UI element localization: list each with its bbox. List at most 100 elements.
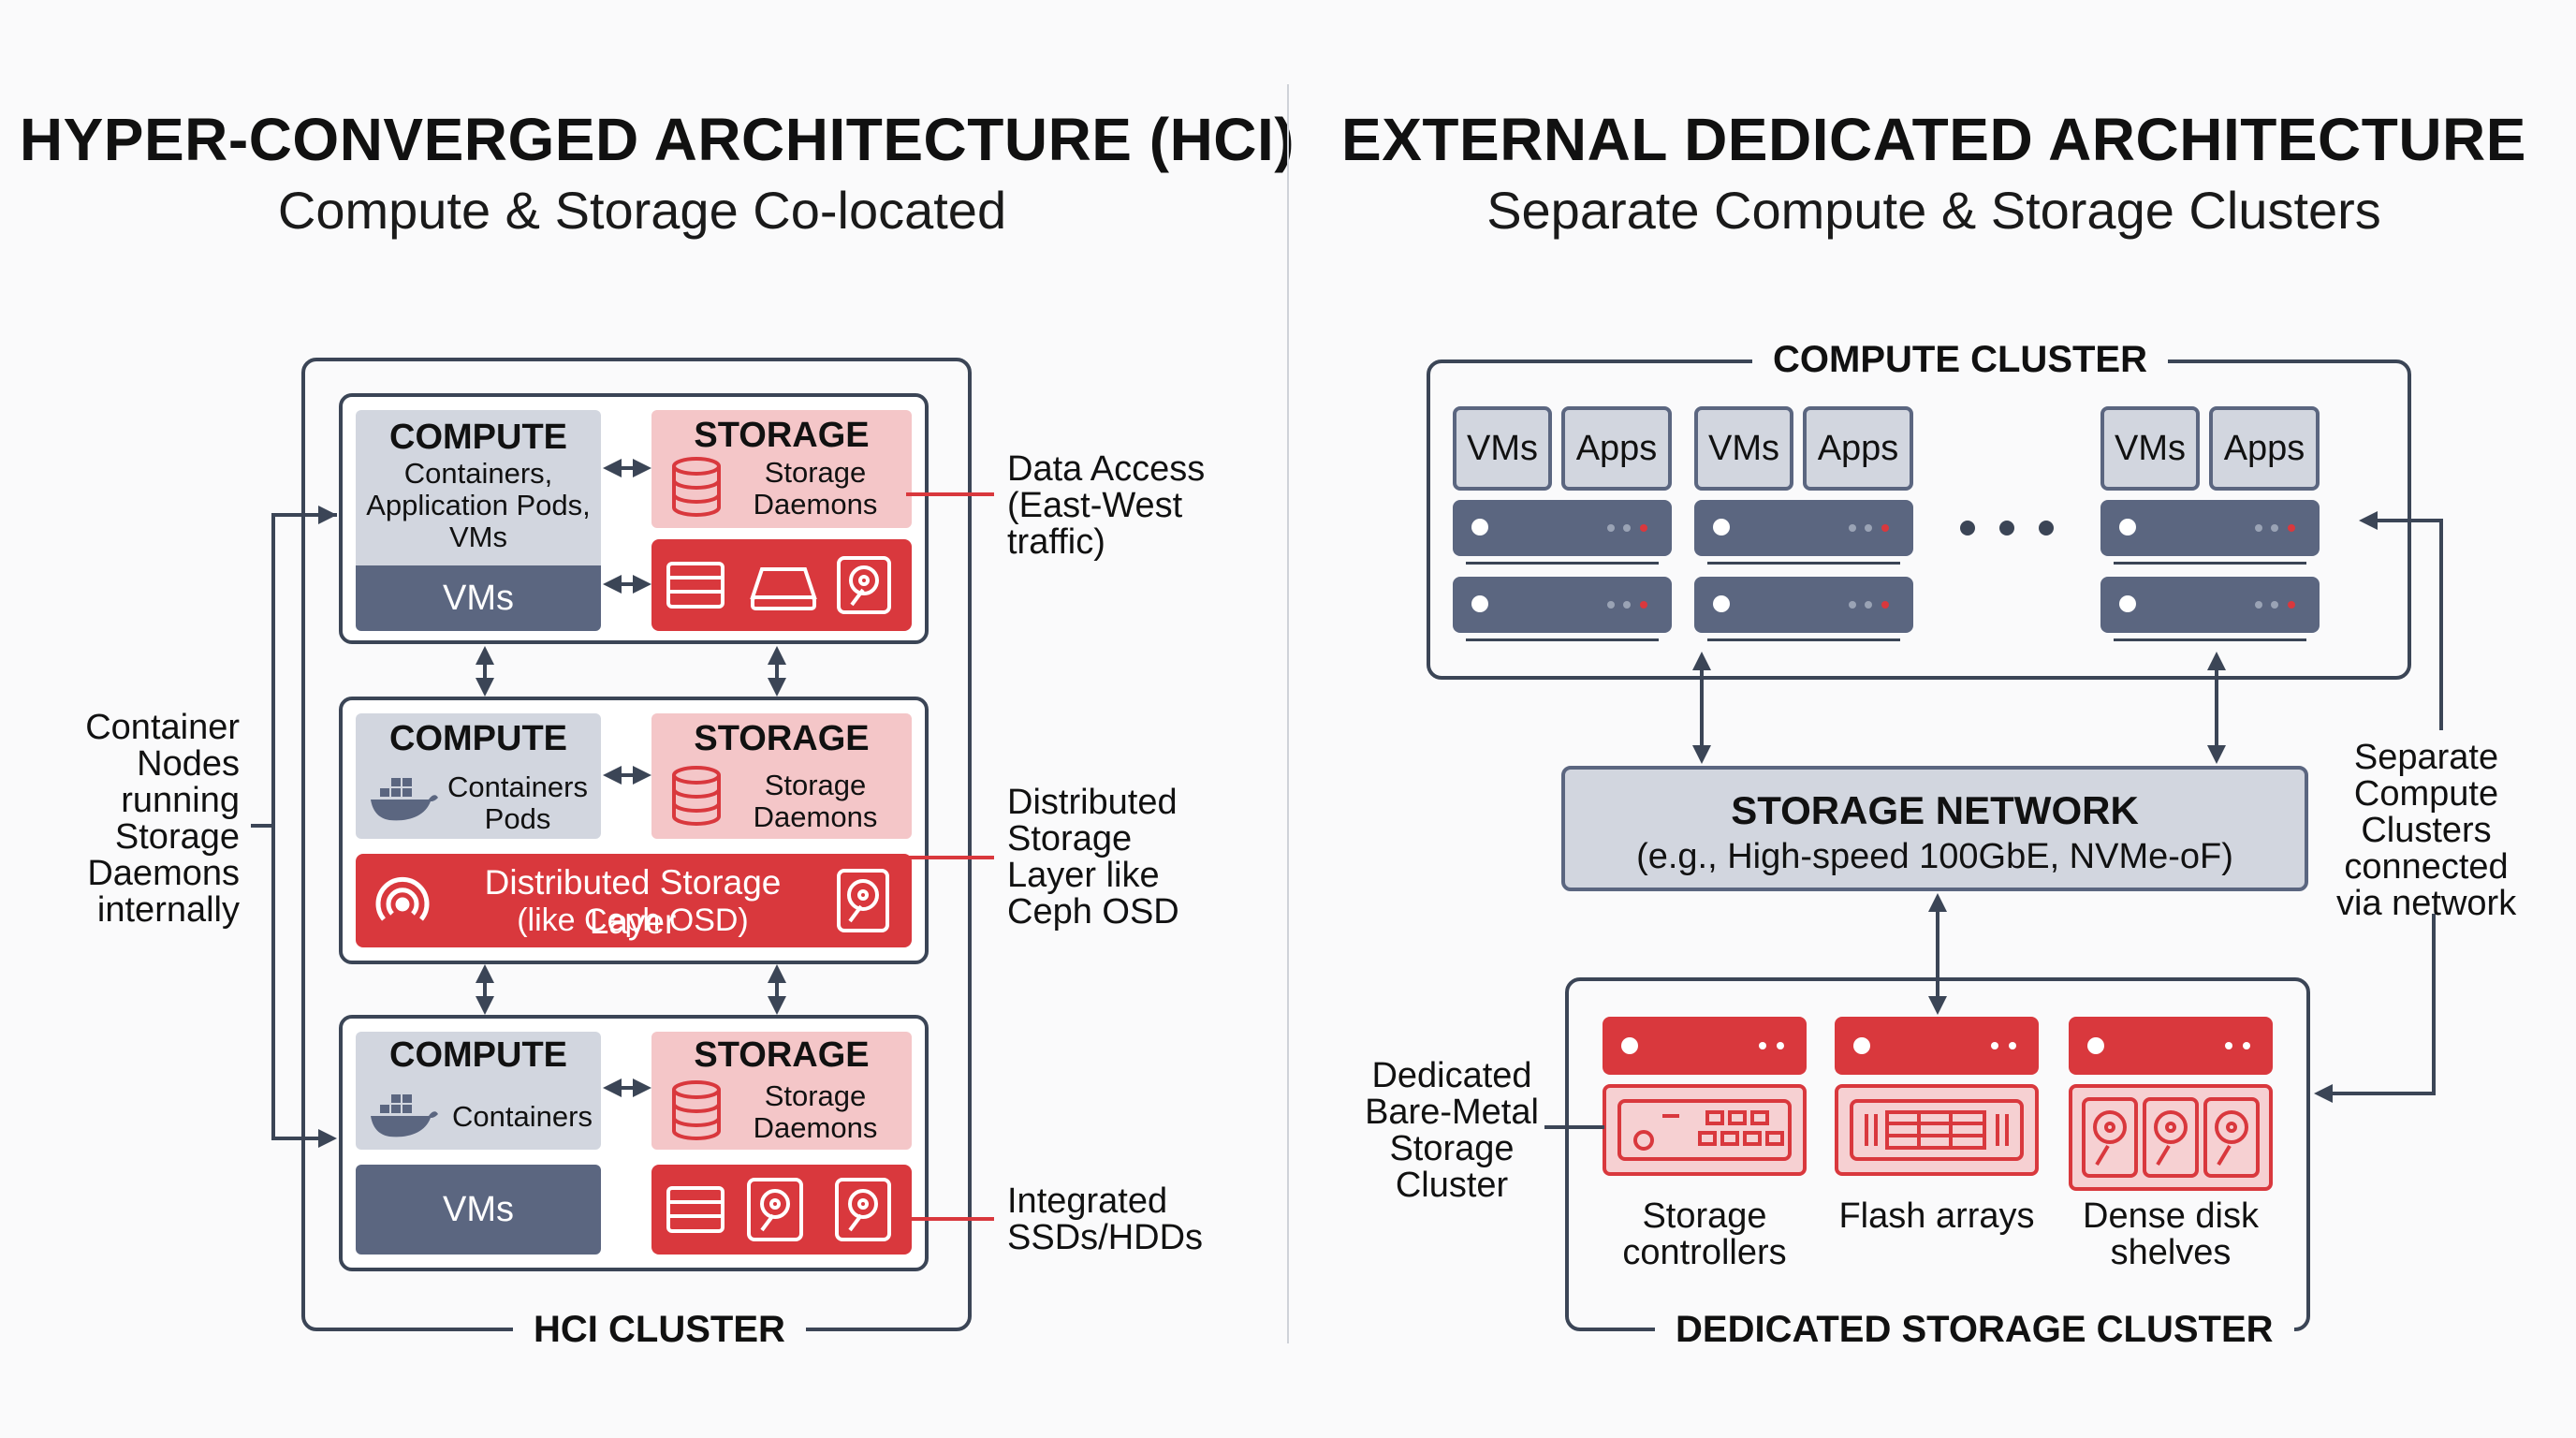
- storage-network-subtitle: (e.g., High-speed 100GbE, NVMe-oF): [1636, 837, 2233, 876]
- server-unit: [1453, 500, 1672, 556]
- note-line: Compute: [2353, 774, 2499, 814]
- note-line: internally: [96, 890, 240, 930]
- callout-line: traffic): [1007, 522, 1105, 562]
- compute-block: COMPUTE Containers: [356, 1032, 601, 1150]
- storage-controllers-label: Storage controllers: [1603, 1198, 1807, 1271]
- compute-cluster-label: COMPUTE CLUSTER: [1752, 339, 2168, 381]
- hardware-strip: [651, 1165, 912, 1255]
- unit-label-line: shelves: [2110, 1233, 2232, 1272]
- storage-network-title: STORAGE NETWORK: [1731, 788, 2139, 832]
- database-icon: [668, 457, 724, 521]
- unit-label-line: controllers: [1622, 1233, 1787, 1272]
- hci-subtitle: Compute & Storage Co-located: [277, 181, 1007, 240]
- unit-label-line: Flash arrays: [1838, 1196, 2035, 1236]
- rack-line: [1466, 638, 1659, 641]
- callout-line: Integrated: [1007, 1181, 1168, 1221]
- hdd-icon: [835, 867, 891, 939]
- rack-line: [2114, 638, 2306, 641]
- storage-title: STORAGE: [694, 1035, 870, 1075]
- hci-title: HYPER-CONVERGED ARCHITECTURE (HCI): [19, 106, 1295, 173]
- dedicated-storage-label: DEDICATED STORAGE CLUSTER: [1655, 1309, 2294, 1351]
- note-line: connected: [2344, 847, 2509, 887]
- server-unit: [2100, 577, 2320, 633]
- unit-label-line: Storage: [1642, 1196, 1767, 1236]
- note-line: running: [121, 781, 240, 820]
- rack-line: [1466, 562, 1659, 565]
- compute-title: COMPUTE: [389, 418, 567, 457]
- compute-title: COMPUTE: [389, 719, 567, 758]
- compute-block: COMPUTE Containers Pods: [356, 713, 601, 839]
- flash-arrays-label: Flash arrays: [1835, 1198, 2039, 1235]
- data-access-callout: Data Access (East-West traffic): [1007, 451, 1205, 561]
- storage-unit-header: [1603, 1017, 1807, 1075]
- vms-chip: VMs: [2100, 406, 2200, 491]
- external-subtitle: Separate Compute & Storage Clusters: [1486, 181, 2381, 240]
- callout-line: (East-West: [1007, 486, 1183, 525]
- note-line: Cluster: [1395, 1166, 1509, 1205]
- note-line: Bare-Metal: [1365, 1093, 1539, 1132]
- storage-block: STORAGE Storage Daemons: [651, 1032, 912, 1150]
- loop-line: [2314, 914, 2436, 1103]
- dense-disk-shelves-label: Dense disk shelves: [2069, 1198, 2273, 1271]
- unit-label-line: Dense disk: [2083, 1196, 2259, 1236]
- note-line: Container: [85, 708, 240, 747]
- compute-line-2: Pods: [484, 802, 551, 835]
- apps-chip: Apps: [1561, 406, 1672, 491]
- callout-line: Distributed: [1007, 783, 1178, 822]
- integrated-callout: Integrated SSDs/HDDs: [1007, 1183, 1203, 1256]
- callout-line: Ceph OSD: [1007, 892, 1179, 932]
- compute-line-1: Containers,: [403, 457, 553, 490]
- note-line: Storage: [1389, 1129, 1515, 1168]
- rack-line: [1707, 638, 1900, 641]
- server-unit: [2100, 500, 2320, 556]
- storage-line-1: Storage: [764, 456, 867, 489]
- server-unit: [1453, 577, 1672, 633]
- rack-line: [2114, 562, 2306, 565]
- note-line: via network: [2336, 884, 2517, 923]
- flash-array-icon: [1835, 1084, 2039, 1176]
- callout-line: SSDs/HDDs: [1007, 1218, 1204, 1257]
- layer-line-2: (like Ceph OSD): [517, 902, 749, 938]
- hci-node-3: COMPUTE Containers STORAGE Storage Daemo…: [339, 1015, 929, 1271]
- hci-node-2: COMPUTE Containers Pods STORAGE Storage …: [339, 697, 929, 964]
- ceph-icon: [373, 873, 432, 937]
- hci-cluster-label: HCI CLUSTER: [513, 1309, 806, 1351]
- storage-line-1: Storage: [764, 1079, 867, 1112]
- note-line: Separate: [2353, 738, 2499, 777]
- storage-line-1: Storage: [764, 769, 867, 801]
- rack-line: [1707, 562, 1900, 565]
- vms-box: VMs: [356, 1165, 601, 1255]
- layer-line-1: Distributed Storage Layer: [484, 863, 782, 941]
- database-icon: [668, 766, 724, 830]
- external-title: EXTERNAL DEDICATED ARCHITECTURE: [1341, 106, 2526, 173]
- storage-controller-icon: [1603, 1084, 1807, 1176]
- disk-shelf-icon: [2069, 1084, 2273, 1191]
- hci-node-1: COMPUTE Containers, Application Pods, VM…: [339, 393, 929, 644]
- more-ellipsis-icon: [1960, 521, 2054, 536]
- distributed-storage-layer: Distributed Storage Layer (like Ceph OSD…: [356, 854, 912, 947]
- server-unit: [1694, 500, 1913, 556]
- compute-line-1: Containers: [452, 1100, 593, 1133]
- note-line: Nodes: [137, 744, 240, 784]
- note-line: Daemons: [87, 854, 240, 893]
- bare-metal-note: Dedicated Bare-Metal Storage Cluster: [1352, 1058, 1552, 1204]
- vms-chip: VMs: [1453, 406, 1552, 491]
- drive-icons: [666, 556, 891, 614]
- storage-unit-header: [1835, 1017, 2039, 1075]
- loop-line: [2359, 511, 2443, 730]
- compute-line-2: Application Pods,: [366, 489, 591, 521]
- compute-line-3: VMs: [449, 521, 507, 553]
- compute-title: COMPUTE: [389, 1035, 567, 1075]
- apps-chip: Apps: [1803, 406, 1913, 491]
- storage-unit-header: [2069, 1017, 2273, 1075]
- vms-chip: VMs: [1694, 406, 1793, 491]
- compute-line-1: Containers: [447, 770, 588, 803]
- note-line: Storage: [114, 817, 240, 857]
- storage-block: STORAGE Storage Daemons: [651, 410, 912, 528]
- bracket-line: [271, 513, 337, 1148]
- note-line: Clusters: [2361, 811, 2492, 850]
- database-icon: [668, 1080, 724, 1145]
- storage-title: STORAGE: [694, 719, 870, 758]
- distributed-callout: Distributed Storage Layer like Ceph OSD: [1007, 785, 1179, 931]
